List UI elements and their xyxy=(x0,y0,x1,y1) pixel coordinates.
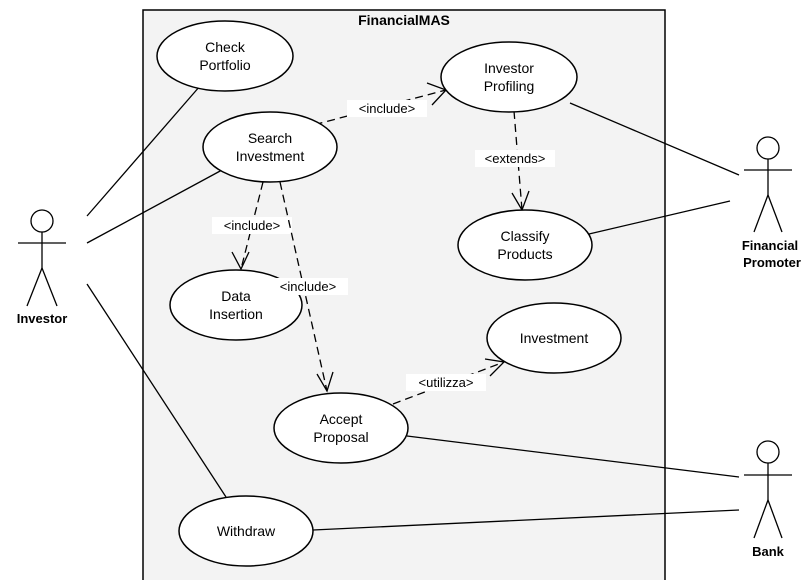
label-bg-include-profiling xyxy=(347,100,427,117)
use-case-investor-profiling[interactable]: Investor Profiling xyxy=(440,41,578,113)
actor-label-financial: Financial xyxy=(742,238,798,253)
label-bg-include-data xyxy=(212,217,292,234)
use-case-investment[interactable]: Investment xyxy=(486,302,622,374)
arrowhead-data xyxy=(231,251,250,271)
assoc-bank-accept-proposal xyxy=(406,435,740,478)
actor-label-promoter: Promoter xyxy=(743,255,801,270)
assoc-investor-withdraw xyxy=(86,283,227,498)
use-case-label: Withdraw xyxy=(217,523,276,539)
actor-label-bank: Bank xyxy=(752,544,785,559)
label-utilizza-investment: <utilizza> xyxy=(419,375,474,390)
dep-search-profiling xyxy=(301,89,447,129)
actor-investor[interactable]: Investor xyxy=(17,209,68,326)
use-case-withdraw[interactable]: Withdraw xyxy=(178,495,314,567)
use-case-label: Proposal xyxy=(313,429,368,445)
label-include-data: <include> xyxy=(224,218,280,233)
use-case-label: Products xyxy=(497,246,552,262)
use-case-check-portfolio[interactable]: Check Portfolio xyxy=(156,20,294,92)
assoc-investor-search-investment xyxy=(86,169,223,244)
use-case-label: Data xyxy=(221,288,251,304)
assoc-promoter-classify xyxy=(588,200,731,235)
label-extends-classify: <extends> xyxy=(485,151,546,166)
label-include-profiling: <include> xyxy=(359,101,415,116)
use-case-accept-proposal[interactable]: Accept Proposal xyxy=(273,392,409,464)
label-bg-utilizza xyxy=(406,374,486,391)
assoc-investor-check-portfolio xyxy=(86,85,201,217)
assoc-bank-withdraw xyxy=(312,509,740,531)
label-bg-include-accept xyxy=(268,278,348,295)
use-case-label: Portfolio xyxy=(199,57,251,73)
actor-bank[interactable]: Bank xyxy=(744,440,792,559)
use-case-classify-products[interactable]: Classify Products xyxy=(457,209,593,281)
use-case-label: Check xyxy=(205,39,246,55)
use-case-search-investment[interactable]: Search Investment xyxy=(202,111,338,183)
actor-financial-promoter[interactable]: Financial Promoter xyxy=(742,136,801,270)
actor-head-icon xyxy=(30,209,54,233)
use-case-label: Investor xyxy=(484,60,534,76)
use-case-label: Search xyxy=(248,130,292,146)
label-include-accept: <include> xyxy=(280,279,336,294)
use-case-label: Insertion xyxy=(209,306,263,322)
arrowhead-accept xyxy=(316,371,334,393)
assoc-promoter-profiling xyxy=(569,102,740,176)
use-case-label: Investment xyxy=(520,330,589,346)
dep-profiling-classify xyxy=(513,110,523,211)
use-case-label: Profiling xyxy=(484,78,535,94)
use-case-label: Accept xyxy=(320,411,363,427)
actor-head-icon xyxy=(756,440,780,464)
actor-head-icon xyxy=(756,136,780,160)
actor-label-investor: Investor xyxy=(17,311,68,326)
label-bg-extends-classify xyxy=(475,150,555,167)
use-case-label: Classify xyxy=(500,228,549,244)
use-case-label: Investment xyxy=(236,148,305,164)
system-title: FinancialMAS xyxy=(358,12,450,28)
